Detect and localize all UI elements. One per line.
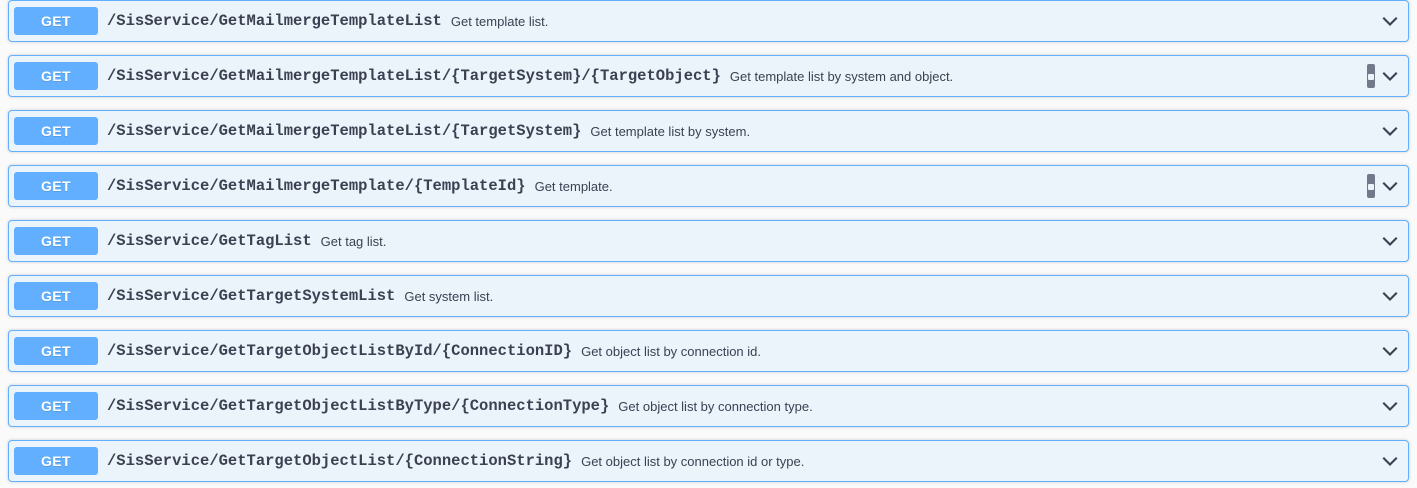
- operation-summary: Get template list.: [450, 13, 549, 29]
- chevron-down-icon[interactable]: [1379, 230, 1401, 252]
- operation-controls: [1379, 395, 1403, 417]
- operation-row[interactable]: GET/SisService/GetTargetObjectListByType…: [8, 385, 1409, 427]
- operation-row[interactable]: GET/SisService/GetTargetSystemList Get sy…: [8, 275, 1409, 317]
- operation-path: /SisService/GetTagList: [107, 232, 312, 250]
- operation-summary: Get object list by connection id.: [581, 343, 762, 359]
- operation-path: /SisService/GetTargetObjectListById/{Con…: [107, 342, 573, 360]
- chevron-down-icon[interactable]: [1379, 340, 1401, 362]
- chevron-down-icon[interactable]: [1379, 65, 1401, 87]
- lock-icon[interactable]: [1367, 64, 1375, 88]
- operation-controls: [1379, 285, 1403, 307]
- operation-controls: [1379, 450, 1403, 472]
- chevron-down-icon[interactable]: [1379, 10, 1401, 32]
- operation-path: /SisService/GetMailmergeTemplateList: [107, 12, 442, 30]
- operation-row[interactable]: GET/SisService/GetTagList Get tag list.: [8, 220, 1409, 262]
- chevron-down-icon[interactable]: [1379, 120, 1401, 142]
- operation-path: /SisService/GetTargetSystemList: [107, 287, 396, 305]
- chevron-down-icon[interactable]: [1379, 395, 1401, 417]
- http-method-badge: GET: [14, 117, 98, 145]
- http-method-badge: GET: [14, 392, 98, 420]
- operation-summary: Get tag list.: [320, 233, 387, 249]
- operation-controls: [1367, 174, 1403, 198]
- operation-summary: Get template.: [534, 178, 613, 194]
- http-method-badge: GET: [14, 227, 98, 255]
- operation-path: /SisService/GetMailmergeTemplateList/{Ta…: [107, 122, 582, 140]
- operation-controls: [1379, 120, 1403, 142]
- operation-controls: [1379, 340, 1403, 362]
- http-method-badge: GET: [14, 447, 98, 475]
- chevron-down-icon[interactable]: [1379, 285, 1401, 307]
- operation-row[interactable]: GET/SisService/GetMailmergeTemplateList/…: [8, 55, 1409, 97]
- http-method-badge: GET: [14, 62, 98, 90]
- http-method-badge: GET: [14, 282, 98, 310]
- operation-path: /SisService/GetTargetObjectList/{Connect…: [107, 452, 573, 470]
- operation-row[interactable]: GET/SisService/GetMailmergeTemplateList/…: [8, 110, 1409, 152]
- operation-row[interactable]: GET/SisService/GetMailmergeTemplate/{Tem…: [8, 165, 1409, 207]
- operation-row[interactable]: GET/SisService/GetMailmergeTemplateList G…: [8, 0, 1409, 42]
- chevron-down-icon[interactable]: [1379, 450, 1401, 472]
- operation-controls: [1367, 64, 1403, 88]
- http-method-badge: GET: [14, 7, 98, 35]
- operation-path: /SisService/GetMailmergeTemplateList/{Ta…: [107, 67, 721, 85]
- operation-summary: Get object list by connection id or type…: [581, 453, 805, 469]
- chevron-down-icon[interactable]: [1379, 175, 1401, 197]
- operation-row[interactable]: GET/SisService/GetTargetObjectListById/{…: [8, 330, 1409, 372]
- http-method-badge: GET: [14, 172, 98, 200]
- operation-row[interactable]: GET/SisService/GetTargetObjectList/{Conn…: [8, 440, 1409, 482]
- http-method-badge: GET: [14, 337, 98, 365]
- operation-summary: Get object list by connection type.: [618, 398, 813, 414]
- operation-path: /SisService/GetMailmergeTemplate/{Templa…: [107, 177, 526, 195]
- operation-summary: Get system list.: [404, 288, 494, 304]
- operation-controls: [1379, 230, 1403, 252]
- operation-path: /SisService/GetTargetObjectListByType/{C…: [107, 397, 610, 415]
- operation-summary: Get template list by system and object.: [729, 68, 954, 84]
- operation-controls: [1379, 10, 1403, 32]
- operation-summary: Get template list by system.: [590, 123, 751, 139]
- lock-icon[interactable]: [1367, 174, 1375, 198]
